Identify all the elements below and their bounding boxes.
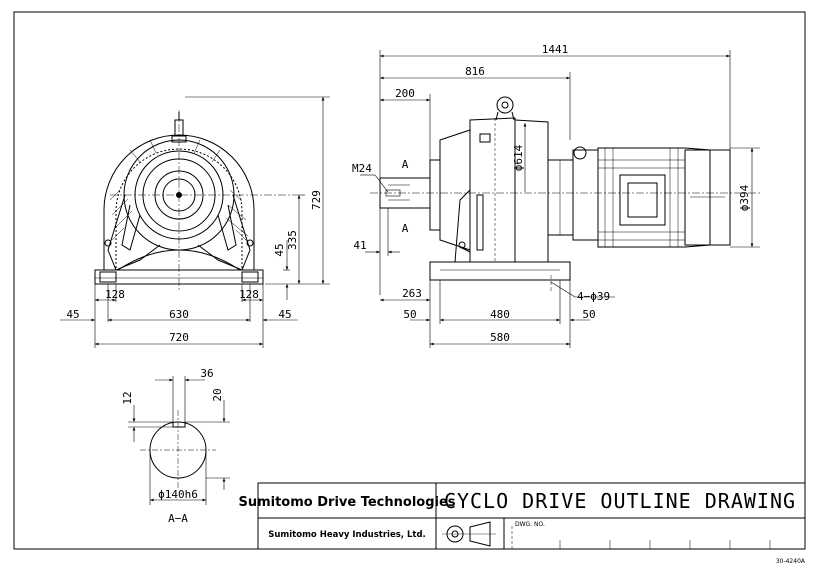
dim-length-reducer: 816 <box>465 65 485 78</box>
side-reducer-housing-rear <box>514 119 549 263</box>
title-block-frame <box>257 482 806 550</box>
section-dimension-labels: 36 12 20 ϕ140h6 A−A <box>121 367 224 525</box>
dim-motor-dia: ϕ394 <box>738 184 751 211</box>
section-dimensions <box>128 376 230 505</box>
side-motor-fan-cover <box>684 149 731 246</box>
title-block-text: Sumitomo Drive Technologies Sumitomo Hea… <box>238 489 805 565</box>
dim-length-overall: 1441 <box>542 43 569 56</box>
front-bolt-left <box>104 239 112 247</box>
front-view <box>94 110 300 290</box>
company-primary: Sumitomo Drive Technologies <box>238 495 455 510</box>
side-base <box>429 261 571 281</box>
side-view <box>370 96 760 292</box>
side-dimension-labels: 1441 816 200 M24 A A 41 ϕ614 ϕ394 263 4−… <box>352 43 751 344</box>
section-keyway <box>172 422 186 428</box>
front-housing-inner <box>115 148 243 268</box>
dim-foot-edge-left: 50 <box>403 308 416 321</box>
section-mark-bottom: A <box>402 222 409 235</box>
front-dimensions <box>60 96 330 348</box>
dim-foot-pad-right: 128 <box>239 288 259 301</box>
front-dimension-labels: 729 335 45 128 128 630 45 45 720 <box>66 190 323 344</box>
dim-edge-right: 45 <box>278 308 291 321</box>
dim-shaft-shoulder: 41 <box>353 239 366 252</box>
dim-keyway-width: 36 <box>200 367 213 380</box>
dim-height-overall: 729 <box>310 190 323 210</box>
dim-mount-holes: 4−ϕ39 <box>577 290 610 303</box>
front-foot-pad-right <box>241 271 259 283</box>
dim-shaft-dia: ϕ140h6 <box>158 488 198 501</box>
dim-bolt-spacing: 480 <box>490 308 510 321</box>
title-block <box>257 482 806 550</box>
dwg-no-label: DWG. NO. <box>515 521 545 528</box>
dim-foot-edge-right: 50 <box>582 308 595 321</box>
dim-shaft-to-foot: 263 <box>402 287 422 300</box>
company-secondary: Sumitomo Heavy Industries, Ltd. <box>268 530 426 540</box>
side-reducer-body-front <box>439 129 471 251</box>
dwg-no-ticks <box>511 526 771 549</box>
dim-shaft-extension: 200 <box>395 87 415 100</box>
side-lifting-eye <box>496 96 514 114</box>
side-vent-plug <box>479 133 491 143</box>
side-coupling-housing <box>547 159 574 236</box>
side-dimensions <box>360 50 760 348</box>
projection-symbol-cone <box>469 521 491 547</box>
dim-foot-length: 580 <box>490 331 510 344</box>
side-motor-terminal-box <box>619 174 666 226</box>
front-bolt-right <box>246 239 254 247</box>
side-motor-flange <box>572 149 599 241</box>
dim-height-shaft: 335 <box>286 230 299 250</box>
side-motor-eye <box>573 146 587 160</box>
side-oil-gauge <box>476 194 484 251</box>
front-foot-pad-left <box>99 271 117 283</box>
dim-foot-height: 45 <box>273 243 286 256</box>
dim-foot-pad-left: 128 <box>105 288 125 301</box>
dim-edge-left: 45 <box>66 308 79 321</box>
side-reducer-flange <box>429 159 441 231</box>
dim-housing-dia: ϕ614 <box>512 144 525 171</box>
sheet-code: 30-4240A <box>776 558 806 565</box>
front-leg-rib-right <box>217 204 237 251</box>
dim-shaft-thread: M24 <box>352 162 372 175</box>
side-motor-fins <box>598 148 685 247</box>
dim-base-width: 720 <box>169 331 189 344</box>
dim-key-depth-left: 12 <box>121 391 134 404</box>
section-label: A−A <box>168 512 188 525</box>
dim-key-depth-right: 20 <box>211 388 224 401</box>
dim-bolt-span: 630 <box>169 308 189 321</box>
front-leg-rib-left <box>121 204 141 251</box>
section-mark-top: A <box>402 158 409 171</box>
drawing-title: CYCLO DRIVE OUTLINE DRAWING <box>444 489 796 513</box>
